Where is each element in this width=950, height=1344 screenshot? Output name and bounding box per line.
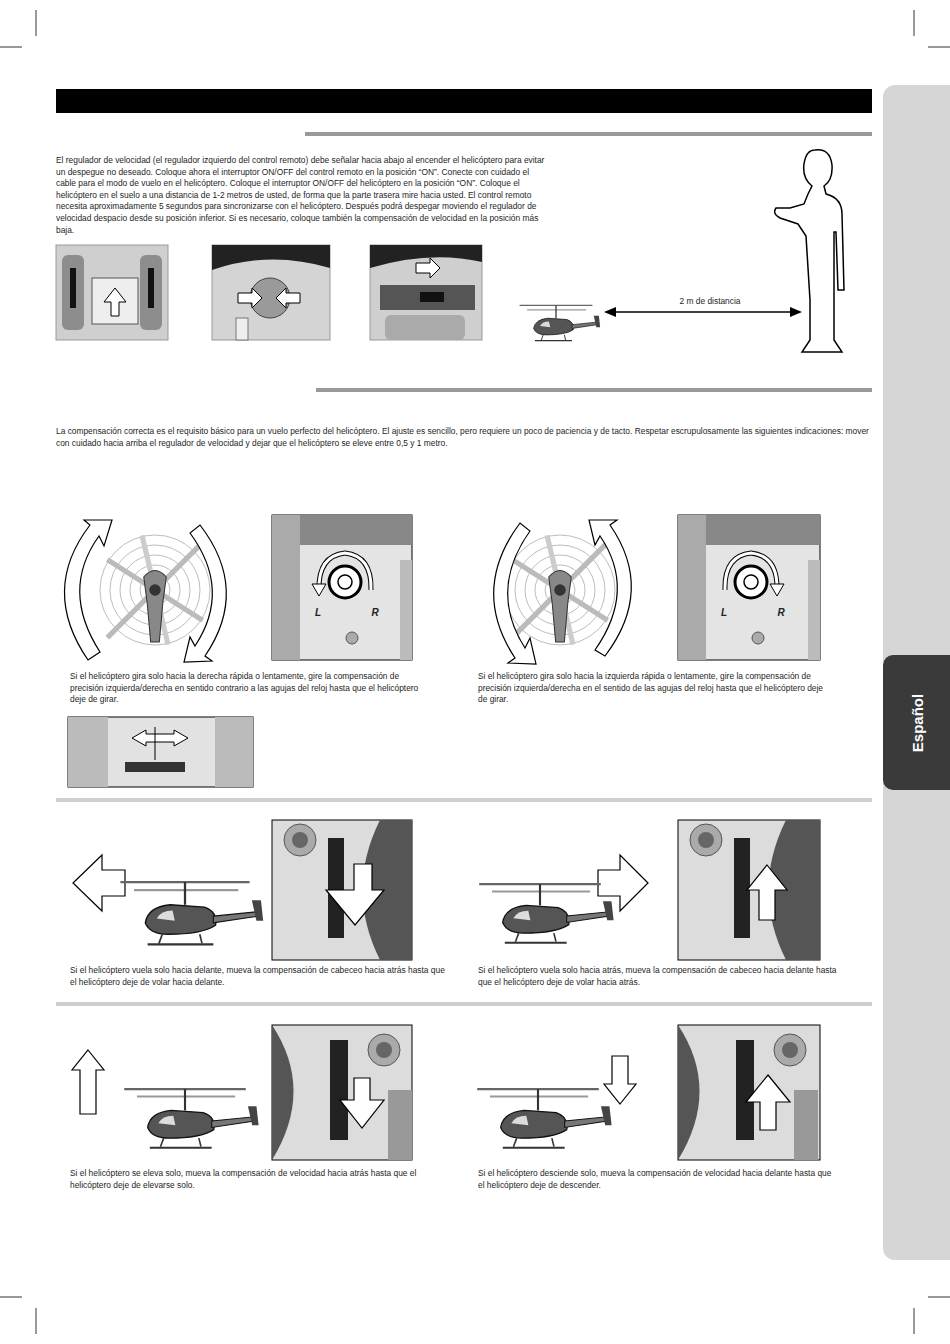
caption-text: Si el helicóptero gira solo hacia la der…: [70, 671, 432, 706]
knob-letter: R: [774, 606, 788, 620]
language-tab: Español: [883, 655, 950, 790]
caption-text: Si el helicóptero desciende solo, mueva …: [478, 1168, 840, 1191]
tab-text: Español: [908, 693, 925, 751]
caption-text: Si el helicóptero vuela solo hacia atrás…: [478, 965, 840, 988]
knob-letter: L: [717, 606, 731, 620]
knob-letter: R: [368, 606, 382, 620]
knob-letter: L: [311, 606, 325, 620]
intro-paragraph: El regulador de velocidad (el regulador …: [56, 155, 548, 236]
distance-label: 2 m de distancia: [655, 296, 765, 308]
caption-text: Si el helicóptero vuela solo hacia delan…: [70, 965, 452, 988]
caption-text: Si el helicóptero se eleva solo, mueva l…: [70, 1168, 422, 1191]
caption-text: Si el helicóptero gira solo hacia la izq…: [478, 671, 834, 706]
trim-paragraph: La compensación correcta es el requisito…: [56, 426, 871, 449]
